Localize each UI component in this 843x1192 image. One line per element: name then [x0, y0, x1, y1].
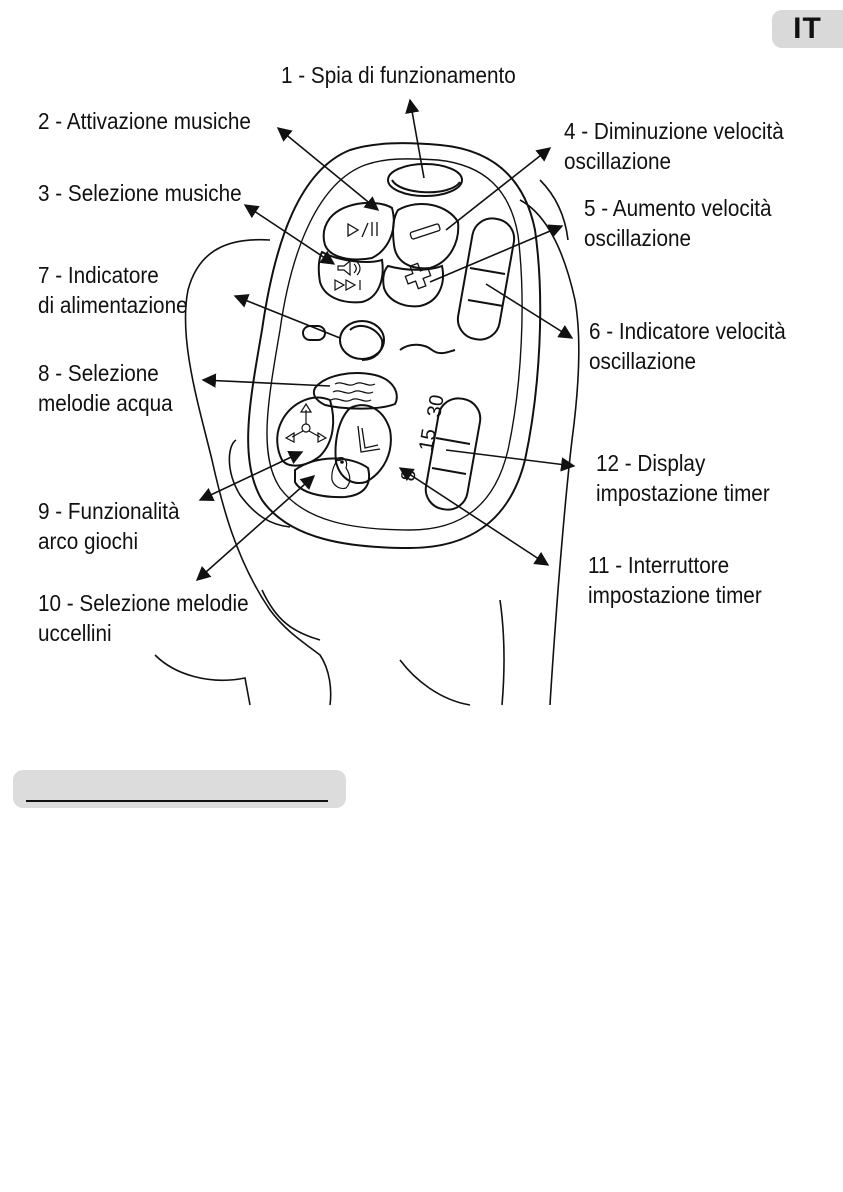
callout-1: 1 - Spia di funzionamento — [281, 60, 516, 90]
play-pause-icon — [347, 222, 378, 238]
callout-11: 11 - Interruttore impostazione timer — [588, 550, 762, 610]
callout-5: 5 - Aumento velocità oscillazione — [584, 193, 772, 253]
callout-4-line-1: 4 - Diminuzione velocità — [564, 118, 784, 144]
callout-2: 2 - Attivazione musiche — [38, 106, 251, 136]
play-arch-icon — [284, 402, 328, 443]
callout-9: 9 - Funzionalità arco giochi — [38, 496, 180, 556]
minus-button — [392, 203, 460, 270]
callout-11-line-1: 11 - Interruttore — [588, 552, 730, 578]
plus-button — [382, 264, 444, 308]
callout-12: 12 - Display impostazione timer — [596, 448, 770, 508]
callout-8-line-1: 8 - Selezione — [38, 360, 159, 386]
timer-mark-30: 30 — [423, 393, 449, 419]
bird-icon — [331, 457, 351, 490]
water-melodies-button — [312, 372, 398, 410]
remote-control — [247, 142, 542, 550]
minus-icon — [409, 223, 441, 240]
callout-10-line-2: uccellini — [38, 620, 112, 646]
plus-icon — [404, 262, 432, 290]
callout-5-line-2: oscillazione — [584, 225, 692, 251]
operation-lamp — [387, 163, 463, 197]
callout-8: 8 - Selezione melodie acqua — [38, 358, 173, 418]
speed-indicator — [456, 217, 516, 341]
section-heading-rule — [26, 800, 328, 802]
music-select-button — [317, 250, 384, 304]
callout-11-line-2: impostazione timer — [588, 582, 762, 608]
callout-3: 3 - Selezione musiche — [38, 178, 242, 208]
callout-1-line-1: 1 - Spia di funzionamento — [281, 62, 516, 88]
callout-6-line-1: 6 - Indicatore velocità — [589, 318, 786, 344]
callout-7-line-2: di alimentazione — [38, 292, 188, 318]
callout-5-line-1: 5 - Aumento velocità — [584, 195, 772, 221]
callout-6: 6 - Indicatore velocità oscillazione — [589, 316, 786, 376]
callout-8-line-2: melodie acqua — [38, 390, 173, 416]
section-heading-bar — [13, 770, 346, 808]
arrow-8 — [201, 373, 331, 388]
arrow-12 — [445, 449, 576, 472]
callout-10-line-1: 10 - Selezione melodie — [38, 590, 249, 616]
water-waves-icon — [330, 382, 376, 402]
play-pause-button — [322, 201, 395, 261]
arrow-5 — [429, 224, 564, 283]
callout-4-line-2: oscillazione — [564, 148, 672, 174]
arrow-11 — [398, 467, 550, 566]
arrow-3 — [243, 204, 336, 265]
timer-switch-button — [334, 404, 392, 484]
product-diagram: 8 15 30 — [154, 98, 580, 706]
arrow-7 — [233, 294, 341, 339]
callout-arrows — [195, 98, 576, 581]
timer-switch-icon — [357, 425, 381, 453]
callout-12-line-1: 12 - Display — [596, 450, 706, 476]
callout-7-line-1: 7 - Indicatore — [38, 262, 159, 288]
callout-7: 7 - Indicatore di alimentazione — [38, 260, 188, 320]
timer-mark-8: 8 — [397, 468, 421, 483]
timer-mark-15: 15 — [415, 427, 441, 453]
music-select-icon — [334, 259, 361, 292]
callout-9-line-2: arco giochi — [38, 528, 139, 554]
callout-2-line-1: 2 - Attivazione musiche — [38, 108, 251, 134]
arrow-10 — [195, 475, 316, 581]
arrow-6 — [485, 283, 574, 339]
callout-10: 10 - Selezione melodie uccellini — [38, 588, 249, 648]
callout-6-line-2: oscillazione — [589, 348, 697, 374]
arrow-1 — [405, 98, 425, 179]
callout-4: 4 - Diminuzione velocità oscillazione — [564, 116, 784, 176]
callout-12-line-2: impostazione timer — [596, 480, 770, 506]
arrow-2 — [276, 127, 380, 211]
language-tab: IT — [772, 10, 843, 48]
arrow-4 — [445, 147, 552, 231]
callout-3-line-1: 3 - Selezione musiche — [38, 180, 242, 206]
callout-9-line-1: 9 - Funzionalità — [38, 498, 180, 524]
play-arch-button — [276, 396, 335, 467]
